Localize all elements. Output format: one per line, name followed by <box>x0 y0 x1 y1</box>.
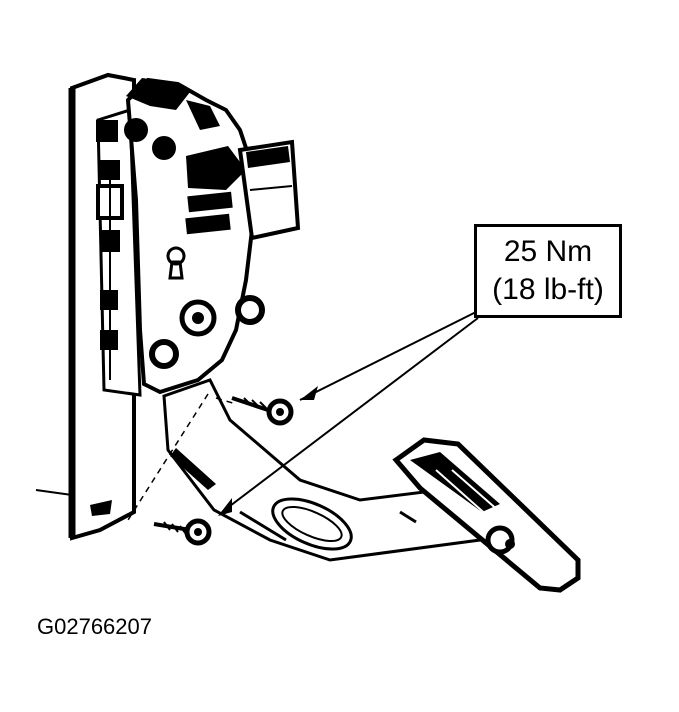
torque-nm-label: 25 Nm <box>503 235 593 268</box>
foot-pad <box>392 437 581 593</box>
alignment-lines <box>127 393 237 521</box>
torque-lbft-label: (18 lb-ft) <box>492 273 604 306</box>
connector-strip <box>96 107 142 397</box>
figure-id: G02766207 <box>37 614 152 639</box>
electrical-connector <box>237 139 301 241</box>
sensor-housing <box>124 77 265 395</box>
lower-bolt <box>153 518 212 546</box>
torque-callout: 25 Nm (18 lb-ft) <box>474 224 622 318</box>
upper-bolt <box>231 396 294 426</box>
callout-leaders <box>218 311 479 516</box>
